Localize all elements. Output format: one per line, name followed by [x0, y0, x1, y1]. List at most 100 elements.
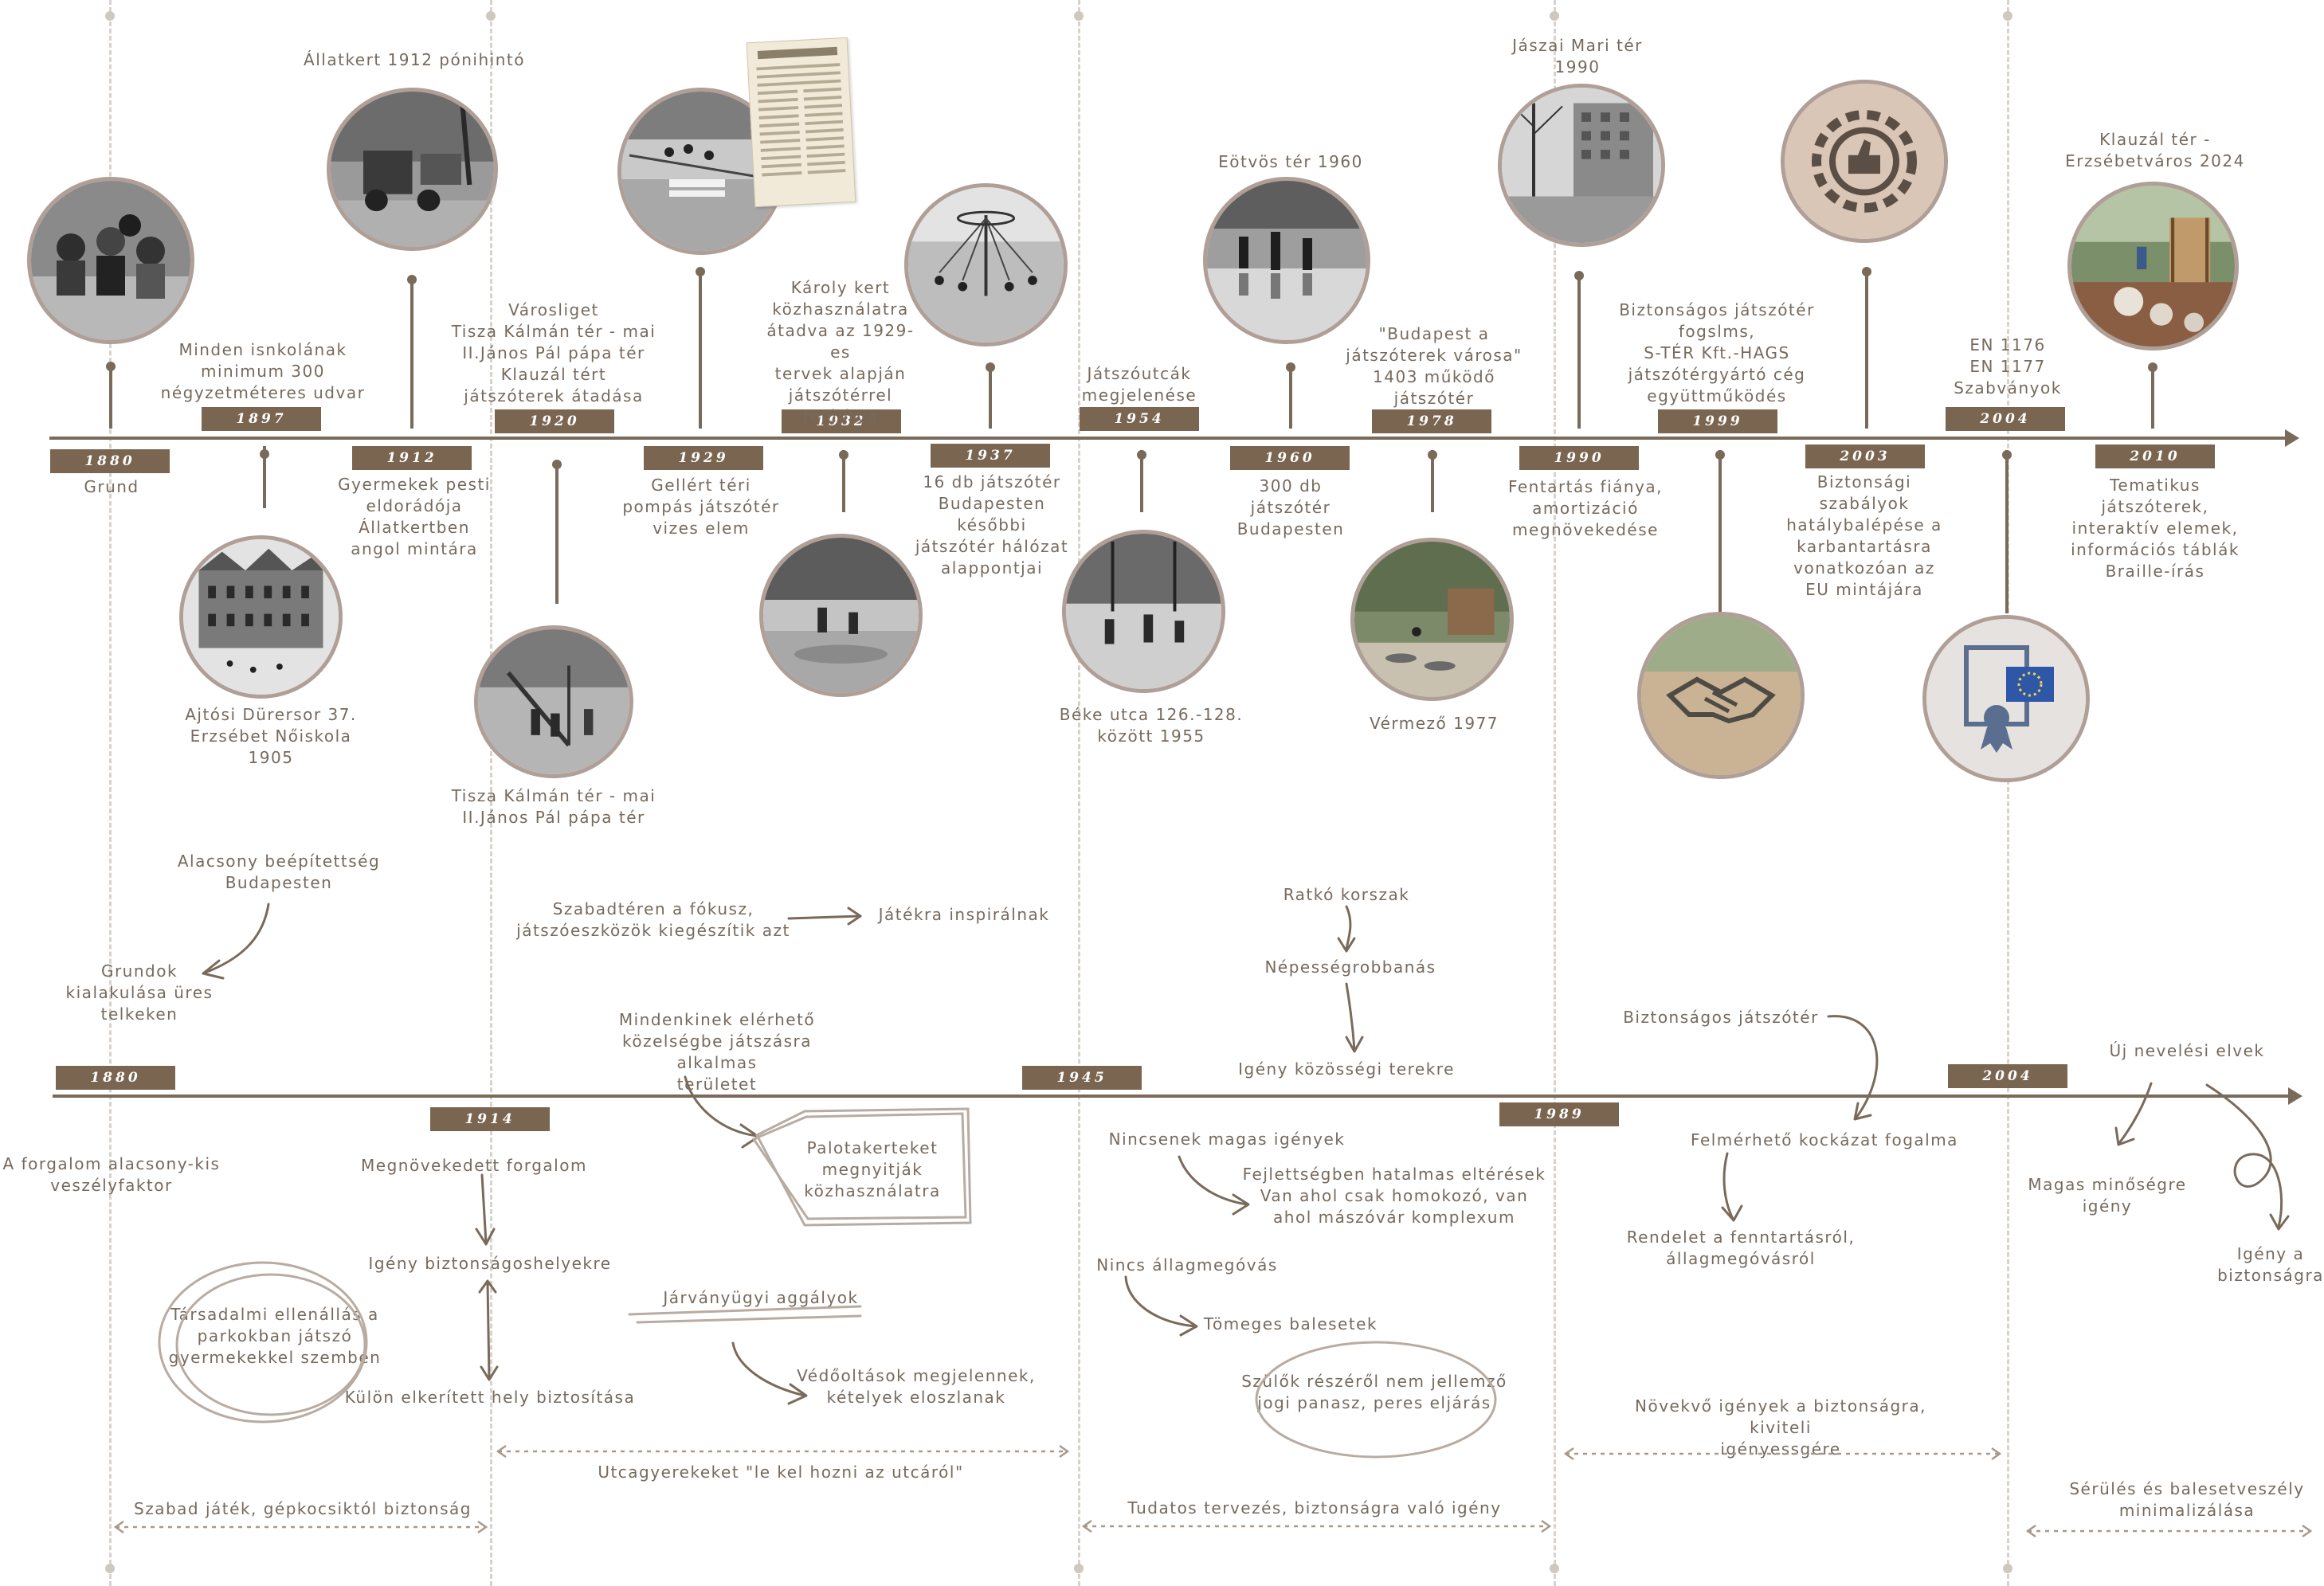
year-label-1960: 1960: [1230, 446, 1350, 470]
caption-eotvos-ter: Eötvös tér 1960: [1218, 152, 1363, 171]
photo-karoly-kert-carousel: [904, 183, 1068, 347]
arrowhead: [202, 959, 225, 980]
photo-eotvos-ter-1960: [1203, 177, 1370, 344]
top-timeline-axis: [49, 437, 2288, 440]
arrowhead: [1853, 1102, 1872, 1121]
arrowhead: [1721, 1204, 1743, 1222]
photo-erzsebet-noiskola-1905: [179, 535, 343, 699]
arrowhead: [1232, 1193, 1250, 1216]
photo-jaszai-mari-ter-1990: [1498, 84, 1665, 247]
caption-ajtosi-durersor: Ajtósi Dürersor 37. Erzsébet Nőiskola 19…: [185, 705, 357, 767]
connector: [1431, 450, 1434, 512]
caption-biztonsagos-jatszoter-fogalma: Biztonságos játszótér fogslms, S-TÉR Kft…: [1619, 300, 1815, 405]
caption-minden-iskolanak: Minden isnkolának minimum 300 négyzetmét…: [160, 340, 366, 402]
era-dot: [1550, 1564, 1559, 1573]
top-timeline-arrowhead: [2285, 429, 2299, 447]
note-ratko-korszak: Ratkó korszak: [1283, 885, 1410, 904]
note-tomeges-balesetek: Tömeges balesetek: [1203, 1314, 1378, 1333]
caption-16-jatszoter: 16 db játszótér Budapesten későbbi játsz…: [915, 472, 1069, 578]
era-label-2004: 2004: [1948, 1064, 2067, 1088]
note-igeny-a-biztonsagra: Igény a biztonságra: [2217, 1244, 2324, 1285]
range-arrowhead: [1563, 1447, 2002, 1461]
connector: [1140, 450, 1143, 512]
connector: [555, 462, 558, 604]
arrowhead: [1345, 1036, 1364, 1053]
caption-jatszoutcak: Játszóutcák megjelenése: [1081, 364, 1197, 405]
photo-beke-utca-1955: [1062, 530, 1225, 693]
connector: [989, 366, 992, 429]
arrowhead: [2114, 1126, 2135, 1146]
connector-dot: [839, 450, 848, 460]
note-szabad-jatek: Szabad játék, gépkocsiktól biztonság: [134, 1499, 472, 1518]
arrow-uj-to-magas: [2118, 1082, 2153, 1145]
photo-gellert-playground: [617, 88, 785, 255]
arrowhead: [475, 1228, 496, 1246]
connector: [842, 450, 845, 512]
photo-grund-children: [27, 177, 194, 344]
arrow-uj-to-igeny-bizt: [2205, 1083, 2283, 1228]
caption-karoly-kert: Károly kert közhasználatra átadva az 192…: [766, 278, 915, 426]
year-label-1897: 1897: [202, 407, 321, 431]
year-label-1932: 1932: [782, 409, 901, 433]
connector: [1865, 271, 1868, 429]
note-uj-nevelesi-elvek: Új nevelési elvek: [2109, 1041, 2265, 1060]
arrow-ratko-to-nepesseg: [1345, 905, 1352, 951]
connector: [263, 446, 266, 508]
connector-dot: [2002, 450, 2012, 460]
caption-tisza-kalman-photo: Tisza Kálmán tér - mai II.János Pál pápa…: [451, 786, 656, 827]
caption-jaszai-mari-ter: Jászai Mari tér 1990: [1512, 36, 1643, 76]
note-tudatos-tervezes: Tudatos tervezés, biztonságra való igény: [1127, 1498, 1502, 1517]
note-fejlettsegben-eltéresek: Fejlettségben hatalmas eltérések Van aho…: [1242, 1165, 1546, 1227]
connector-dot: [552, 460, 562, 469]
era-dot: [1074, 1564, 1084, 1573]
era-divider-1914: [490, 0, 492, 1586]
note-vedooltasok: Védőoltások megjelennek, kételyek eloszl…: [797, 1366, 1036, 1407]
arrow-jarvany-to-vedooltas: [731, 1341, 806, 1397]
arrow-nepesseg-to-igeny: [1345, 982, 1356, 1051]
connector: [1719, 450, 1722, 613]
era-label-1989: 1989: [1499, 1102, 1619, 1126]
year-label-1912: 1912: [352, 446, 472, 470]
arrow-felmerheto-to-rendelet: [1722, 1152, 1734, 1220]
connector-dot: [260, 449, 269, 459]
caption-budapest-jatszoterek-varosa: "Budapest a játszóterek városa" 1403 műk…: [1346, 324, 1523, 408]
caption-grund: Grund: [84, 477, 139, 496]
year-label-1954: 1954: [1080, 407, 1199, 431]
era-label-1880: 1880: [56, 1066, 175, 1090]
connector: [2005, 450, 2009, 613]
connector-dot: [1574, 271, 1584, 280]
arrow-biztonsagos-to-felmerheto: [1827, 1015, 1879, 1119]
note-mindenkinek-elerheto: Mindenkinek elérhető közelségbe játszásr…: [618, 1010, 816, 1094]
note-megnovekedett-forgalom: Megnövekedett forgalom: [361, 1156, 587, 1175]
note-felmerheto-kockazat: Felmérhető kockázat fogalma: [1691, 1130, 1958, 1149]
note-magas-minosegre-igeny: Magas minőségre igény: [2028, 1175, 2187, 1216]
bottom-timeline-arrowhead: [2288, 1087, 2302, 1105]
scribble-tarsadalmi-2: [175, 1273, 366, 1416]
caption-tematikus-jatszoterek: Tematikus játszóterek, interaktív elemek…: [2071, 476, 2240, 581]
scribble-tarsadalmi: [158, 1261, 368, 1423]
era-label-1914: 1914: [430, 1107, 550, 1131]
note-igeny-kozossegi-terekre: Igény közösségi terekre: [1238, 1059, 1455, 1079]
note-novekvo-igenyek: Növekvő igények a biztonságra, kiviteli …: [1635, 1396, 1926, 1459]
year-label-2010: 2010: [2095, 444, 2215, 468]
caption-vermezo: Vérmező 1977: [1369, 714, 1499, 733]
arrowhead: [478, 1279, 497, 1294]
era-divider-1945: [1078, 0, 1080, 1586]
connector-dot: [1137, 450, 1146, 460]
eu-certificate-icon: [1926, 619, 2086, 778]
year-label-1990: 1990: [1519, 446, 1639, 470]
arrow-alacsony-to-grundok: [202, 903, 270, 975]
double-arrow-igeny-kulon: [486, 1281, 491, 1380]
caption-gyermekek-pesti: Gyermekek pesti eldorádója Állatkertben …: [338, 475, 491, 558]
caption-300-db: 300 db játszótér Budapesten: [1236, 476, 1345, 538]
note-igeny-biztonsagos-helyekre: Igény biztonságoshelyekre: [368, 1254, 612, 1273]
scribble-palotakerteket: [754, 1107, 972, 1227]
era-dot: [2003, 11, 2012, 21]
connector-dot: [986, 362, 995, 372]
arrow-szabadteren-to-jatekra: [787, 914, 862, 920]
connector: [699, 271, 702, 429]
year-label-1920: 1920: [495, 409, 614, 433]
connector-dot: [1715, 450, 1725, 460]
